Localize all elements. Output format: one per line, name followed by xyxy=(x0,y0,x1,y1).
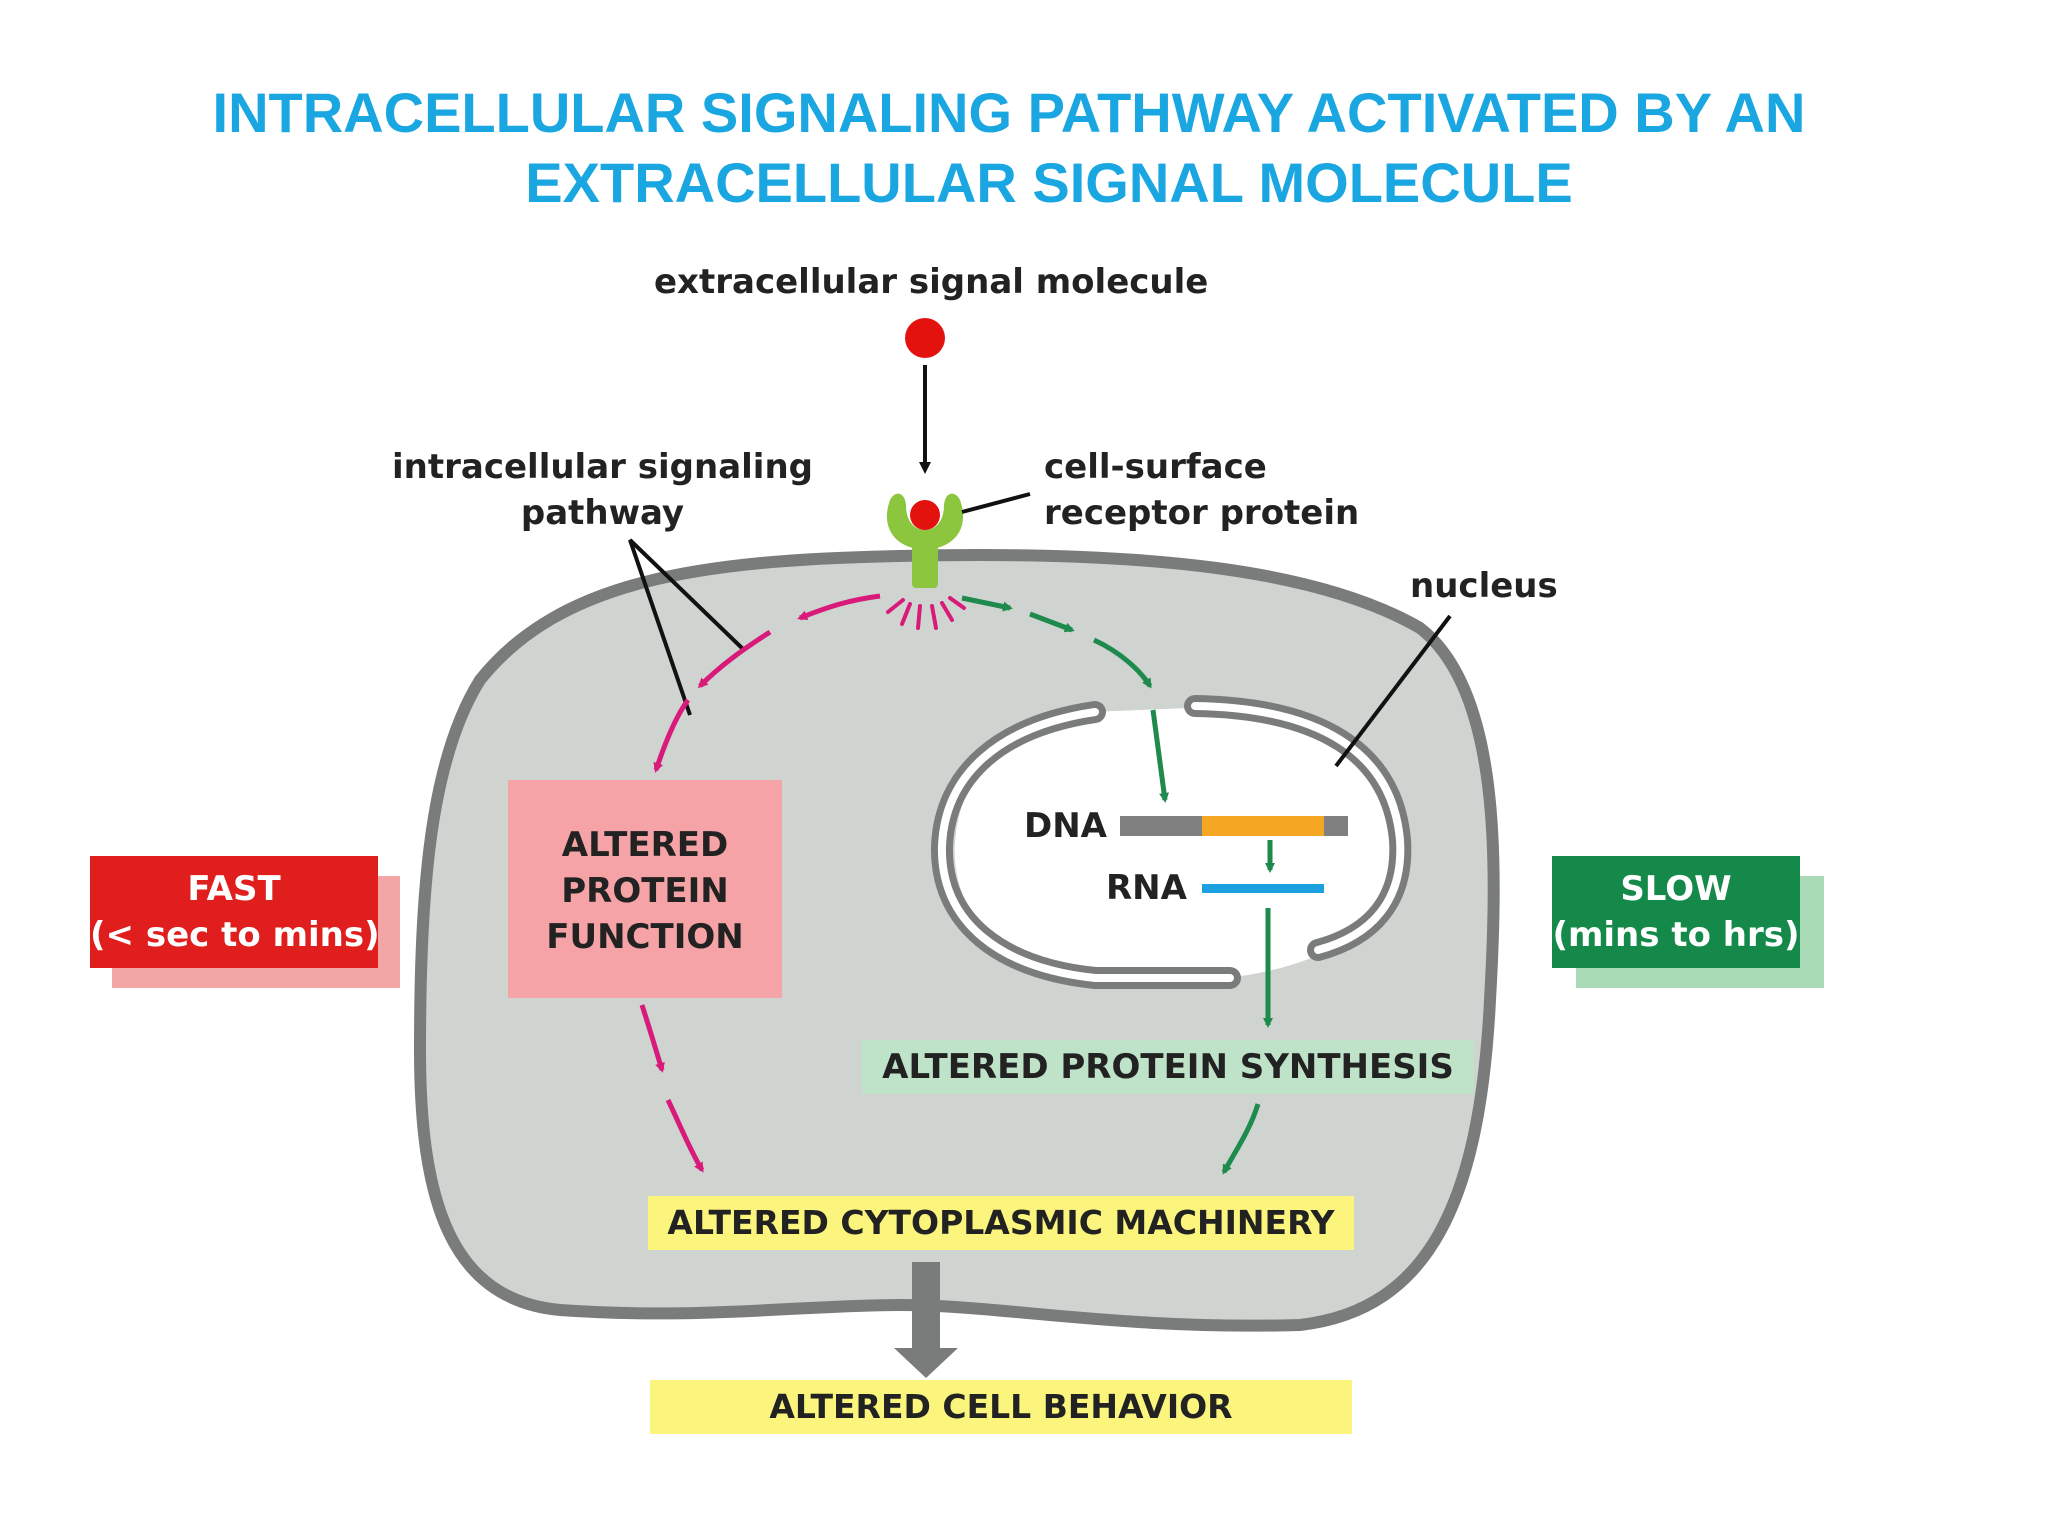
receptor-pointer xyxy=(961,492,1031,514)
fast-pathway-arrows xyxy=(639,593,881,1173)
protein-function-line-1: ALTERED xyxy=(561,825,729,865)
slow-time-label: (mins to hrs) xyxy=(1552,915,1800,955)
rna-label: RNA xyxy=(1106,868,1187,908)
rna-bar xyxy=(1202,884,1324,893)
dna-label: DNA xyxy=(1024,806,1107,846)
nuclear-envelope-left-inner xyxy=(937,708,1234,982)
dna-bar xyxy=(1120,816,1348,836)
protein-synthesis-box xyxy=(862,1040,1474,1094)
protein-function-line-3: FUNCTION xyxy=(546,917,744,957)
slow-label: SLOW xyxy=(1620,869,1732,909)
title-line-1: INTRACELLULAR SIGNALING PATHWAY ACTIVATE… xyxy=(212,81,1806,144)
signal-molecule-bound xyxy=(910,500,940,530)
activation-burst xyxy=(886,596,966,630)
slow-pathway-arrows xyxy=(961,595,1275,1175)
protein-function-text: ALTERED PROTEIN FUNCTION xyxy=(508,822,782,960)
slow-box-text: SLOW (mins to hrs) xyxy=(1552,866,1800,958)
nucleus-interior xyxy=(954,706,1402,978)
fast-box xyxy=(90,856,378,968)
page-title: INTRACELLULAR SIGNALING PATHWAY ACTIVATE… xyxy=(0,78,2048,218)
fast-box-text: FAST (< sec to mins) xyxy=(90,866,380,958)
pathway-label-line-2: pathway xyxy=(520,493,685,533)
cytoplasmic-machinery-text: ALTERED CYTOPLASMIC MACHINERY xyxy=(667,1203,1335,1242)
protein-function-box xyxy=(508,780,782,998)
protein-function-line-2: PROTEIN xyxy=(561,871,729,911)
protein-synthesis-text: ALTERED PROTEIN SYNTHESIS xyxy=(882,1047,1454,1087)
slow-box xyxy=(1552,856,1800,968)
nuclear-envelope-right-inner xyxy=(1191,702,1405,954)
pathway-label-line-1: intracellular signaling xyxy=(392,447,813,487)
receptor-label-line-1: cell-surface xyxy=(1044,447,1267,487)
fast-label: FAST xyxy=(187,869,281,909)
receptor-protein xyxy=(886,493,964,588)
signal-molecule-label: extracellular signal molecule xyxy=(654,262,1209,302)
signal-molecule xyxy=(905,318,945,358)
pathway-pointer xyxy=(628,538,746,716)
behavior-arrow xyxy=(894,1262,958,1378)
cell-behavior-text: ALTERED CELL BEHAVIOR xyxy=(769,1387,1233,1426)
cytoplasmic-machinery-box xyxy=(648,1196,1354,1250)
pathway-label: intracellular signaling pathway xyxy=(392,444,813,536)
fast-time-label: (< sec to mins) xyxy=(90,915,380,955)
cell-behavior-box xyxy=(650,1380,1352,1434)
nucleus-pointer xyxy=(1334,614,1452,768)
receptor-label-line-2: receptor protein xyxy=(1044,493,1360,533)
receptor-label: cell-surface receptor protein xyxy=(1044,444,1359,536)
title-line-2: EXTRACELLULAR SIGNAL MOLECULE xyxy=(525,151,1573,214)
nucleus-label: nucleus xyxy=(1410,566,1558,606)
